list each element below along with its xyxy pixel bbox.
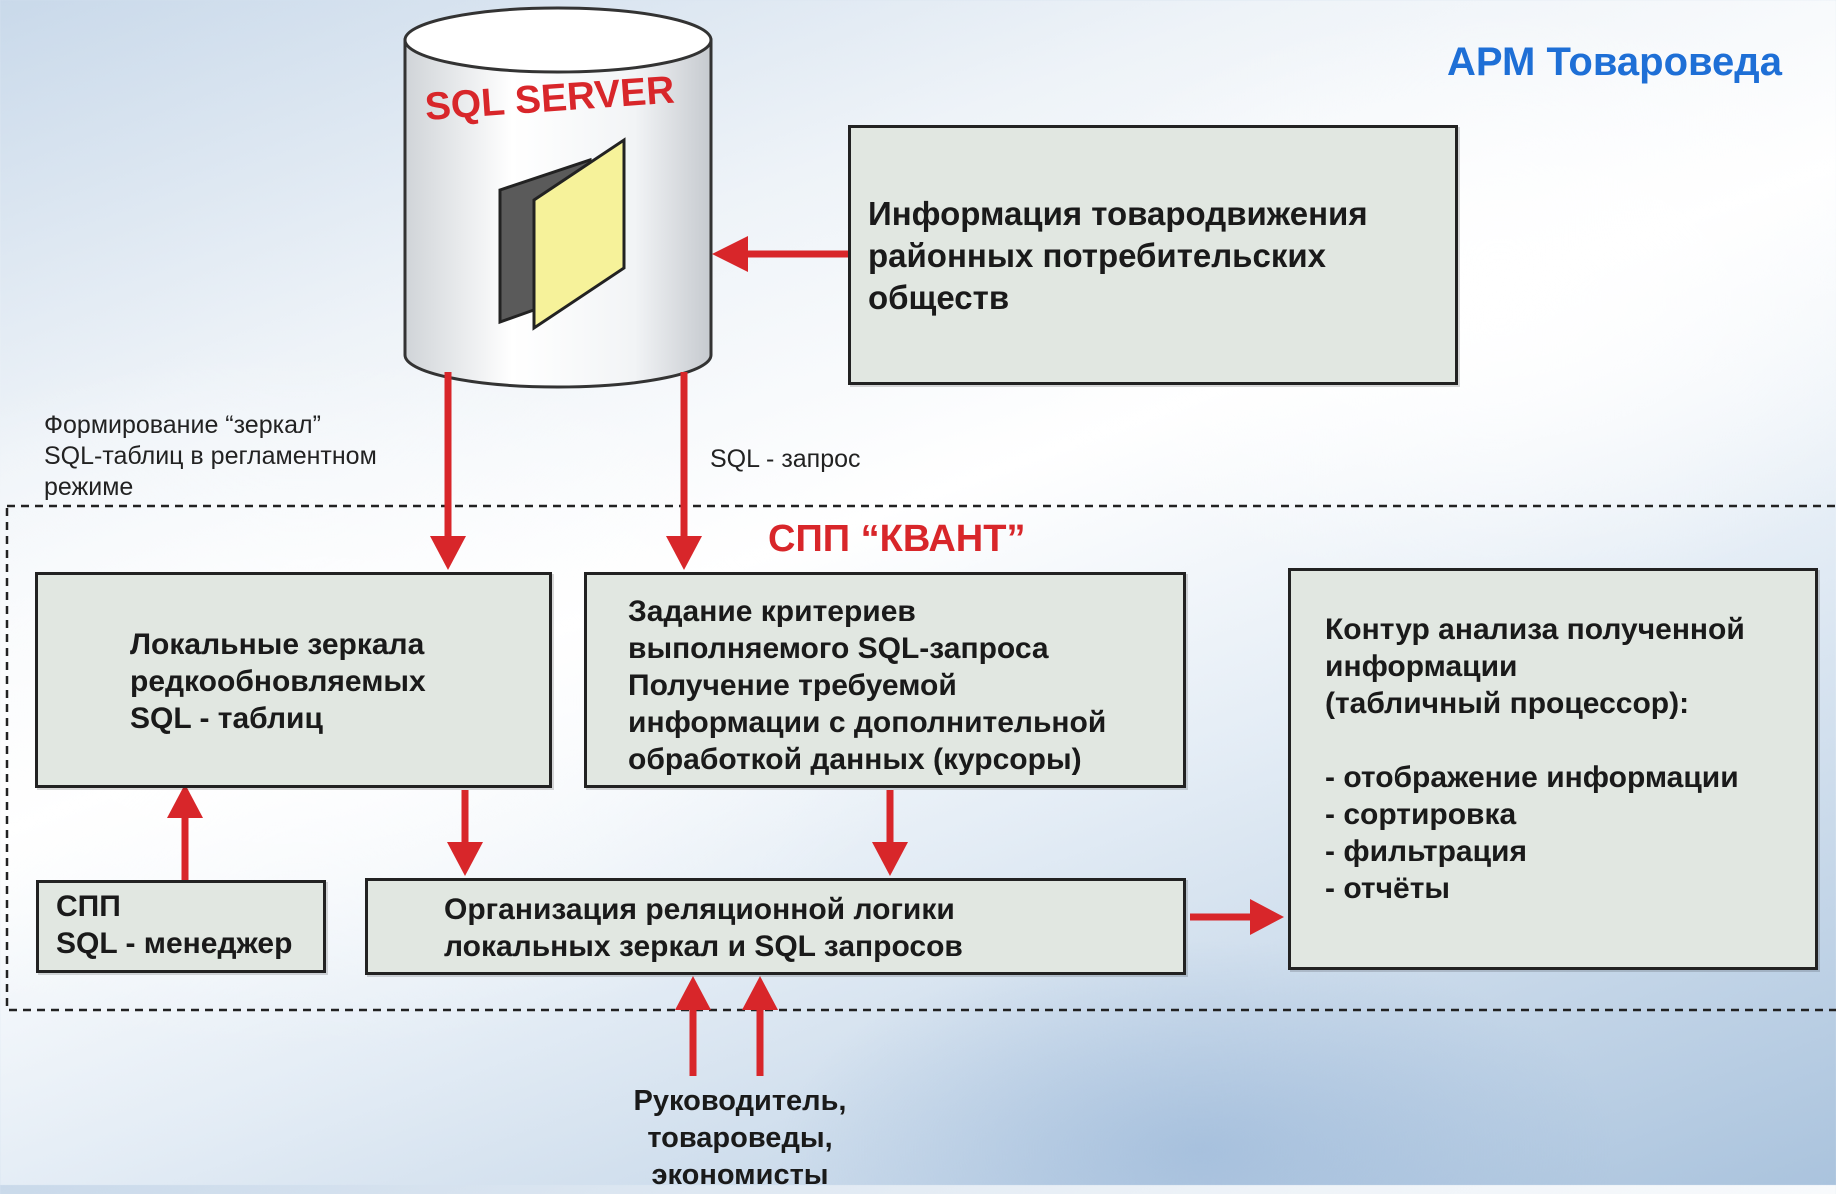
mirror-formation-label: Формирование “зеркал” SQL-таблиц в регла… bbox=[44, 411, 377, 501]
criteria-box bbox=[584, 572, 1186, 788]
document-icon bbox=[532, 137, 626, 331]
criteria-text: Задание критериев выполняемого SQL-запро… bbox=[628, 595, 1107, 776]
database-cylinder bbox=[403, 6, 713, 389]
analysis-box bbox=[1288, 568, 1818, 970]
sql-query-label: SQL - запрос bbox=[710, 445, 861, 473]
spp-manager-box bbox=[36, 880, 326, 973]
users-label: Руководитель, товароведы, экономисты bbox=[633, 1085, 847, 1191]
relational-logic-text: Организация реляционной логики локальных… bbox=[444, 893, 963, 963]
local-mirrors-text: Локальные зеркала редкообновляемых SQL -… bbox=[130, 628, 426, 735]
spp-kvant-title: СПП “КВАНТ” bbox=[768, 518, 1026, 560]
external-info-text: Информация товародвижения районных потре… bbox=[868, 195, 1368, 316]
spp-kvant-region bbox=[5, 504, 1836, 1012]
external-info-box bbox=[848, 125, 1458, 385]
relational-logic-box bbox=[365, 878, 1186, 975]
spp-manager-text: СПП SQL - менеджер bbox=[56, 890, 293, 960]
local-mirrors-box bbox=[35, 572, 552, 788]
analysis-text: Контур анализа полученной информации (та… bbox=[1325, 613, 1745, 905]
page-title: АРМ Товароведа bbox=[1447, 40, 1782, 84]
